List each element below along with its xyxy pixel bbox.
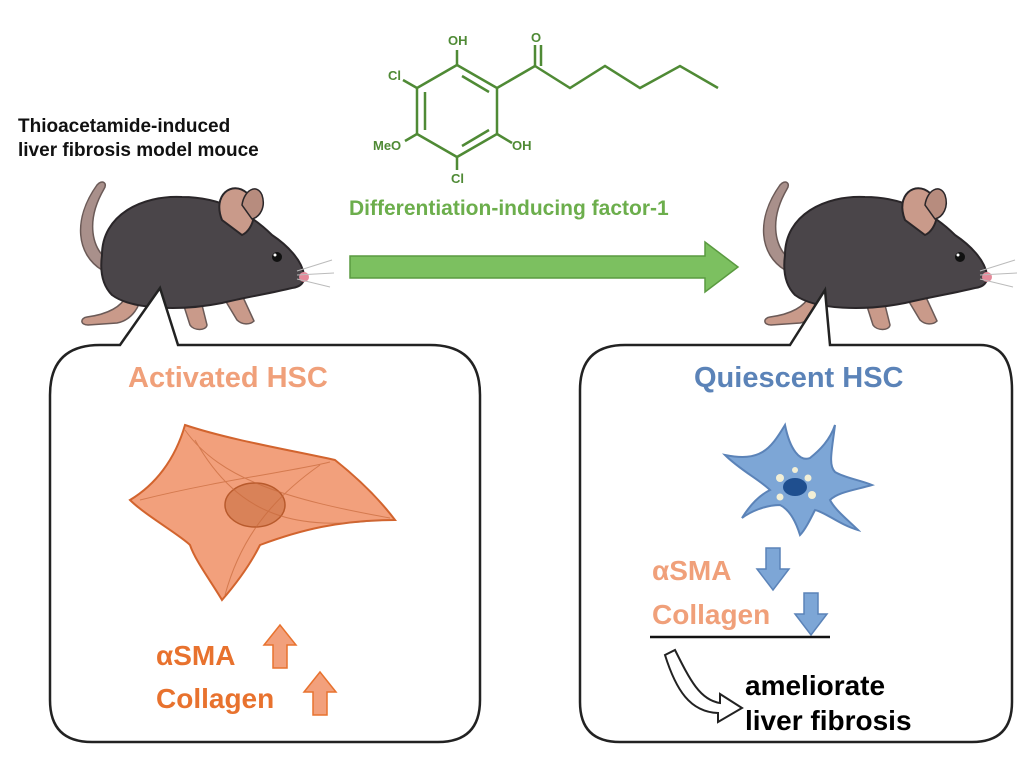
atom-cl-left: Cl — [388, 68, 401, 83]
model-label-line1: Thioacetamide-induced — [18, 116, 231, 137]
quiescent-asma-label: αSMA — [652, 555, 732, 586]
quiescent-hsc-title: Quiescent HSC — [694, 362, 904, 394]
activated-collagen-label: Collagen — [156, 683, 275, 714]
atom-meo: MeO — [373, 138, 402, 153]
asma-down-arrow-icon — [755, 547, 791, 592]
atom-cl-bottom: Cl — [451, 171, 464, 186]
outcome-line2: liver fibrosis — [745, 705, 912, 736]
quiescent-hsc-cell — [721, 422, 875, 537]
collagen-down-arrow-icon — [793, 592, 829, 637]
outcome-curved-arrow-icon — [663, 648, 744, 724]
quiescent-collagen-label: Collagen — [652, 599, 771, 630]
collagen-up-arrow-icon — [302, 670, 338, 716]
model-label-line2: liver fibrosis model mouce — [18, 140, 259, 161]
outcome-line1: ameliorate — [745, 670, 886, 701]
activated-asma-label: αSMA — [156, 640, 236, 671]
atom-oh-right: OH — [512, 138, 532, 153]
treatment-arrow — [349, 240, 740, 294]
outcome-text: ameliorate liver fibrosis — [745, 668, 1015, 738]
mouse-left-illustration — [79, 181, 336, 331]
dif1-structure — [402, 45, 719, 170]
model-label: Thioacetamide-induced liver fibrosis mod… — [18, 115, 318, 163]
atom-oh-top: OH — [448, 33, 468, 48]
activated-hsc-cell — [128, 423, 398, 602]
activated-hsc-title: Activated HSC — [128, 362, 328, 394]
mouse-right-illustration — [762, 181, 1018, 331]
asma-up-arrow-icon — [262, 623, 298, 669]
compound-name: Differentiation-inducing factor-1 — [349, 197, 669, 220]
atom-o-ketone: O — [531, 30, 542, 45]
